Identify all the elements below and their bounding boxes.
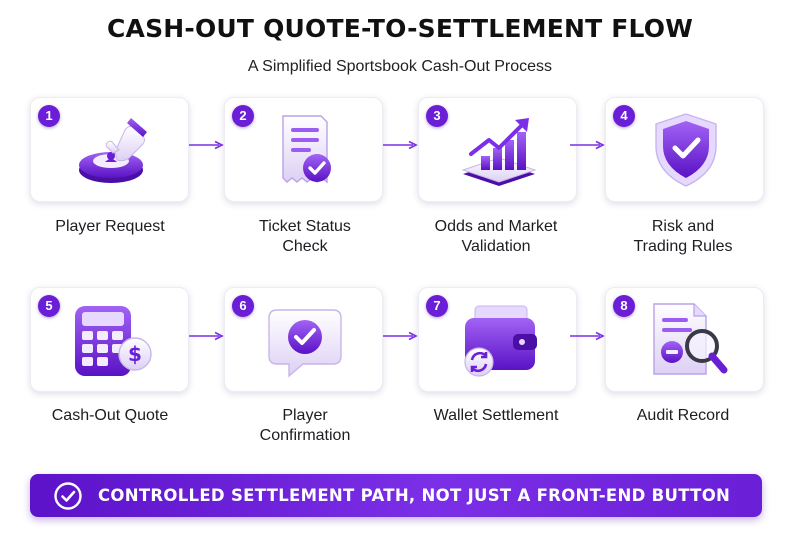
wallet-sync-icon	[464, 305, 537, 377]
step-label-6: Player Confirmation	[259, 407, 351, 444]
shield-check-icon	[655, 113, 717, 187]
step-card-7: 7	[418, 287, 577, 392]
step-card-1: 1	[30, 97, 189, 202]
ticket-check-icon	[282, 115, 331, 184]
step-number-badge: 8	[613, 295, 635, 317]
step-label-5: Cash-Out Quote	[51, 407, 169, 424]
step-label-2: Ticket Status Check	[259, 218, 351, 255]
step-number-badge: 2	[232, 105, 254, 127]
check-circle-icon	[54, 482, 82, 510]
step-label-1: Player Request	[55, 218, 165, 235]
hand-press-button-icon	[79, 118, 147, 183]
step-label-4: Risk and Trading Rules	[633, 218, 733, 255]
step-number-badge: 6	[232, 295, 254, 317]
step-card-4: 4	[605, 97, 764, 202]
step-card-6: 6	[224, 287, 383, 392]
step-card-3: 3	[418, 97, 577, 202]
svg-text:$: $	[128, 342, 142, 366]
step-label-3: Odds and Market Validation	[434, 218, 558, 255]
calculator-dollar-icon: $	[75, 306, 152, 376]
flow-arrow	[383, 140, 418, 150]
diagram-title: CASH-OUT QUOTE-TO-SETTLEMENT FLOW	[106, 14, 694, 43]
banner-text: CONTROLLED SETTLEMENT PATH, NOT JUST A F…	[98, 486, 731, 505]
flow-arrow	[570, 140, 605, 150]
step-label-8: Audit Record	[636, 407, 730, 424]
step-number-badge: 1	[38, 105, 60, 127]
summary-banner: CONTROLLED SETTLEMENT PATH, NOT JUST A F…	[30, 474, 762, 517]
trend-chart-icon	[461, 118, 537, 186]
step-card-5: 5 $	[30, 287, 189, 392]
diagram-subtitle: A Simplified Sportsbook Cash-Out Process	[247, 58, 553, 75]
document-magnifier-icon	[653, 303, 728, 375]
flow-arrow	[189, 140, 224, 150]
chat-check-icon	[268, 309, 342, 378]
step-number-badge: 5	[38, 295, 60, 317]
step-number-badge: 3	[426, 105, 448, 127]
flow-arrow	[570, 331, 605, 341]
flow-arrow	[383, 331, 418, 341]
step-number-badge: 4	[613, 105, 635, 127]
flow-arrow	[189, 331, 224, 341]
step-label-7: Wallet Settlement	[433, 407, 559, 424]
step-card-2: 2	[224, 97, 383, 202]
step-card-8: 8	[605, 287, 764, 392]
step-number-badge: 7	[426, 295, 448, 317]
